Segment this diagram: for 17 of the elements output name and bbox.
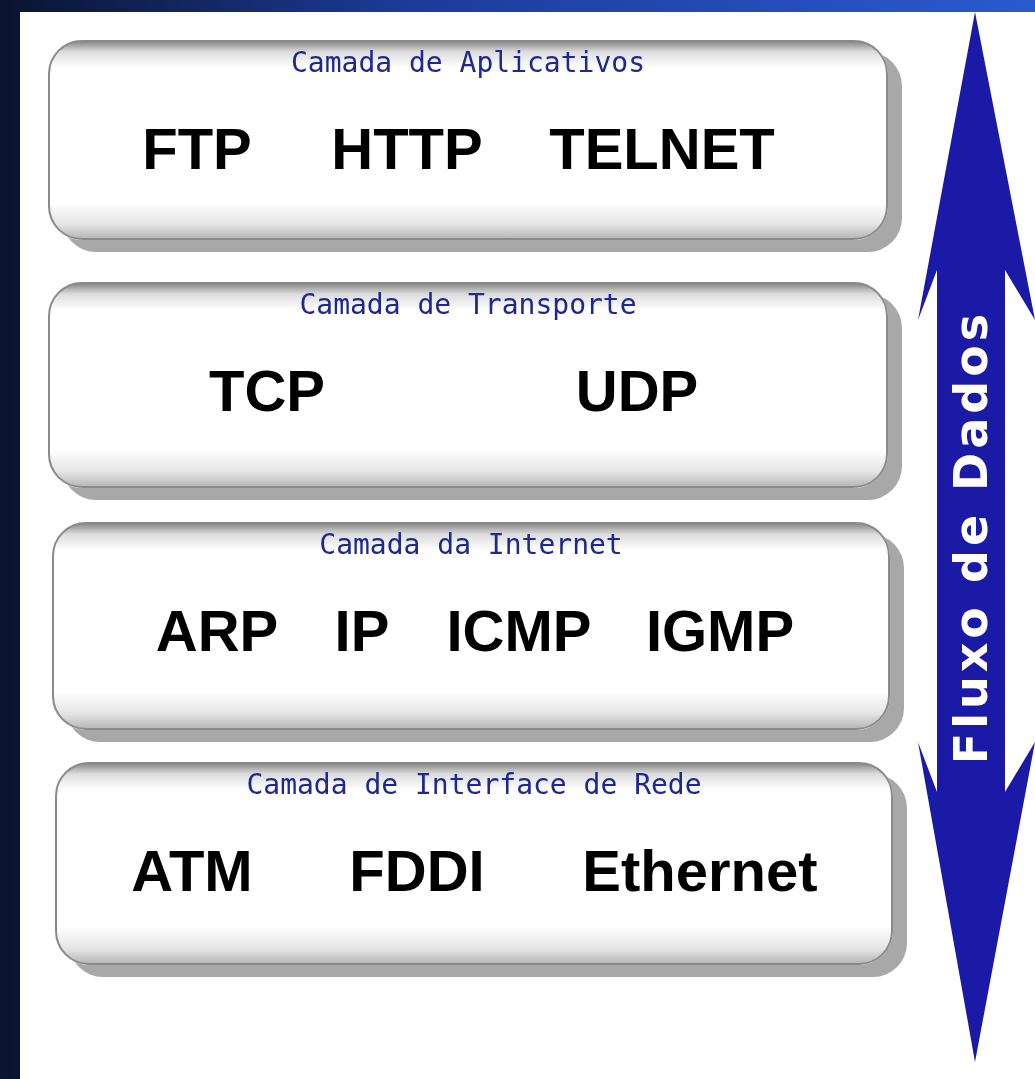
layer-title: Camada da Internet [319, 528, 623, 561]
protocol-name: IGMP [645, 602, 795, 660]
protocol-name: ICMP [446, 602, 592, 660]
protocol-name: TELNET [549, 120, 775, 178]
protocol-name: TCP [209, 362, 325, 420]
protocol-name: IP [334, 602, 390, 660]
protocol-name: ARP [155, 602, 279, 660]
layer-title: Camada de Interface de Rede [246, 768, 702, 801]
layer-title: Camada de Aplicativos [291, 46, 645, 79]
layer-title: Camada de Transporte [299, 288, 637, 321]
flow-label: Fluxo de Dados [943, 309, 998, 765]
protocol-name: UDP [575, 362, 699, 420]
protocol-name: FTP [142, 120, 252, 178]
protocol-name: Ethernet [582, 842, 818, 900]
protocol-name: FDDI [349, 842, 485, 900]
protocol-name: HTTP [331, 120, 483, 178]
protocol-name: ATM [131, 842, 253, 900]
